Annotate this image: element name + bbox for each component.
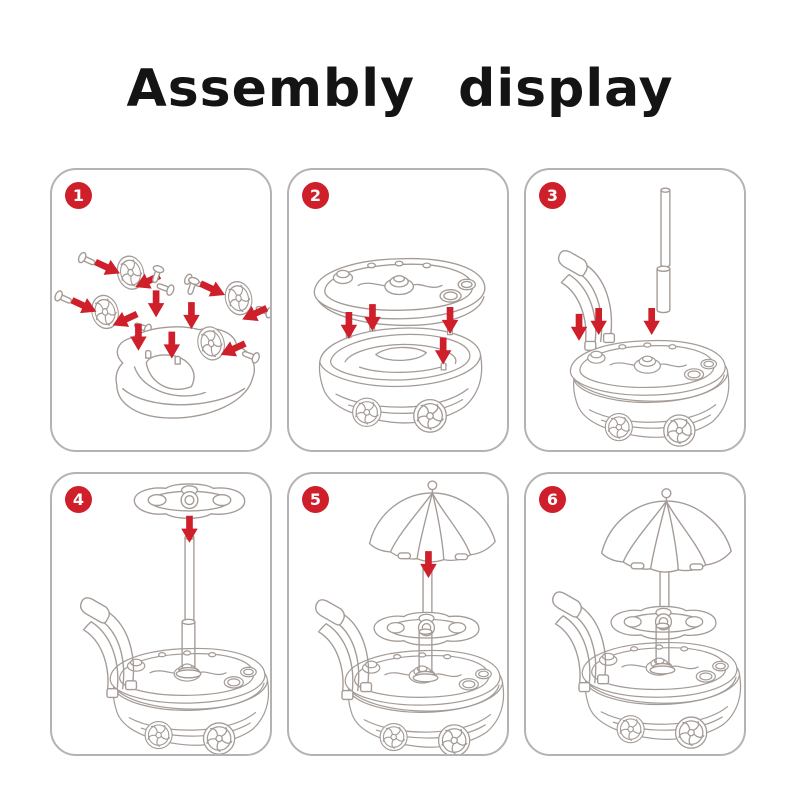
step-number-badge: 5 bbox=[302, 486, 329, 513]
step-number-badge: 6 bbox=[539, 486, 566, 513]
step-5-illustration-umbrella-onto-pole bbox=[315, 480, 507, 754]
assembly-step-panel-4: 4 bbox=[50, 472, 272, 756]
page-title: Assembly display bbox=[126, 58, 674, 119]
assembly-step-panel-3: 3 bbox=[524, 168, 746, 452]
step-3-illustration-handle-and-pole bbox=[557, 187, 744, 450]
step-4-illustration-tray-onto-pole bbox=[79, 483, 270, 754]
step-2-illustration-deck-onto-base bbox=[313, 257, 486, 450]
assembly-step-panel-1: 1 bbox=[50, 168, 272, 452]
step-6-illustration-completed-cart bbox=[552, 488, 744, 754]
assembly-step-panel-5: 5 bbox=[287, 472, 509, 756]
step-number-badge: 2 bbox=[302, 182, 329, 209]
step-number-badge: 4 bbox=[65, 486, 92, 513]
assembly-step-panel-2: 2 bbox=[287, 168, 509, 452]
step-number-badge: 3 bbox=[539, 182, 566, 209]
step-1-illustration-wheels-exploded bbox=[52, 250, 270, 419]
assembly-step-panel-6: 6 bbox=[524, 472, 746, 756]
step-number-badge: 1 bbox=[65, 182, 92, 209]
